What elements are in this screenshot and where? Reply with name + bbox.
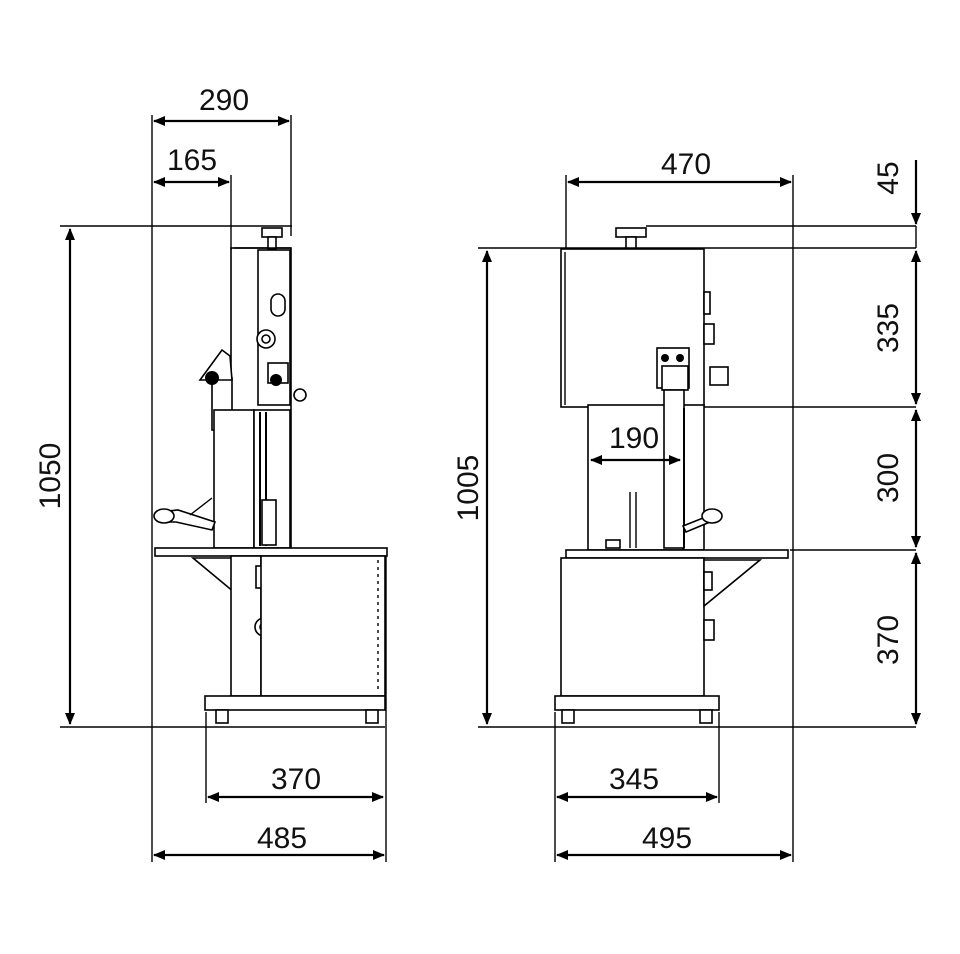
dim-label-290: 290 bbox=[199, 84, 249, 117]
dim-label-370-right: 370 bbox=[872, 615, 905, 665]
side-foot-right bbox=[365, 709, 379, 724]
dim-label-1005: 1005 bbox=[452, 455, 485, 522]
dim-label-345: 345 bbox=[609, 763, 659, 796]
dim-label-335: 335 bbox=[872, 303, 905, 353]
front-tension-knob-stem bbox=[625, 236, 637, 250]
side-slot-icon bbox=[270, 293, 286, 317]
front-side-knob-2 bbox=[703, 323, 715, 345]
front-foot-left bbox=[561, 709, 575, 724]
side-work-table bbox=[154, 547, 388, 557]
front-tension-knob-cap bbox=[615, 227, 647, 238]
extension-lines bbox=[60, 115, 917, 862]
dim-label-300: 300 bbox=[872, 453, 905, 503]
front-lower-knob-1 bbox=[703, 571, 713, 591]
dim-label-370-side: 370 bbox=[271, 763, 321, 796]
front-base-plate bbox=[554, 695, 720, 711]
dim-label-485: 485 bbox=[257, 822, 307, 855]
dim-label-190: 190 bbox=[609, 422, 659, 455]
dim-label-45: 45 bbox=[872, 161, 905, 194]
side-foot-left bbox=[215, 709, 229, 724]
dim-label-495: 495 bbox=[642, 822, 692, 855]
side-lower-cabinet bbox=[260, 555, 386, 697]
side-tension-knob-stem bbox=[267, 236, 277, 250]
dimension-labels: 290 165 1050 370 485 470 1005 190 345 49… bbox=[34, 84, 905, 855]
side-tension-knob-cap bbox=[261, 227, 283, 238]
front-clamp bbox=[605, 539, 621, 549]
front-side-knob-1 bbox=[703, 291, 711, 315]
dim-label-470: 470 bbox=[661, 148, 711, 181]
dim-label-1050: 1050 bbox=[34, 443, 67, 510]
side-view-machine bbox=[153, 227, 388, 724]
front-lower-cabinet bbox=[560, 557, 705, 697]
side-knob-small-icon bbox=[293, 388, 307, 402]
side-lower-guide bbox=[261, 499, 277, 546]
dim-label-165: 165 bbox=[167, 144, 217, 177]
front-view-machine bbox=[554, 227, 789, 724]
front-side-knob-3 bbox=[709, 366, 729, 386]
side-blade-column bbox=[213, 409, 255, 549]
front-guide-post bbox=[663, 389, 685, 549]
front-foot-right bbox=[699, 709, 713, 724]
front-guide-block bbox=[661, 365, 689, 391]
side-base-plate bbox=[204, 695, 386, 711]
front-lower-knob-2 bbox=[703, 619, 715, 641]
dimension-arrows bbox=[65, 116, 921, 860]
front-work-table bbox=[565, 549, 789, 559]
